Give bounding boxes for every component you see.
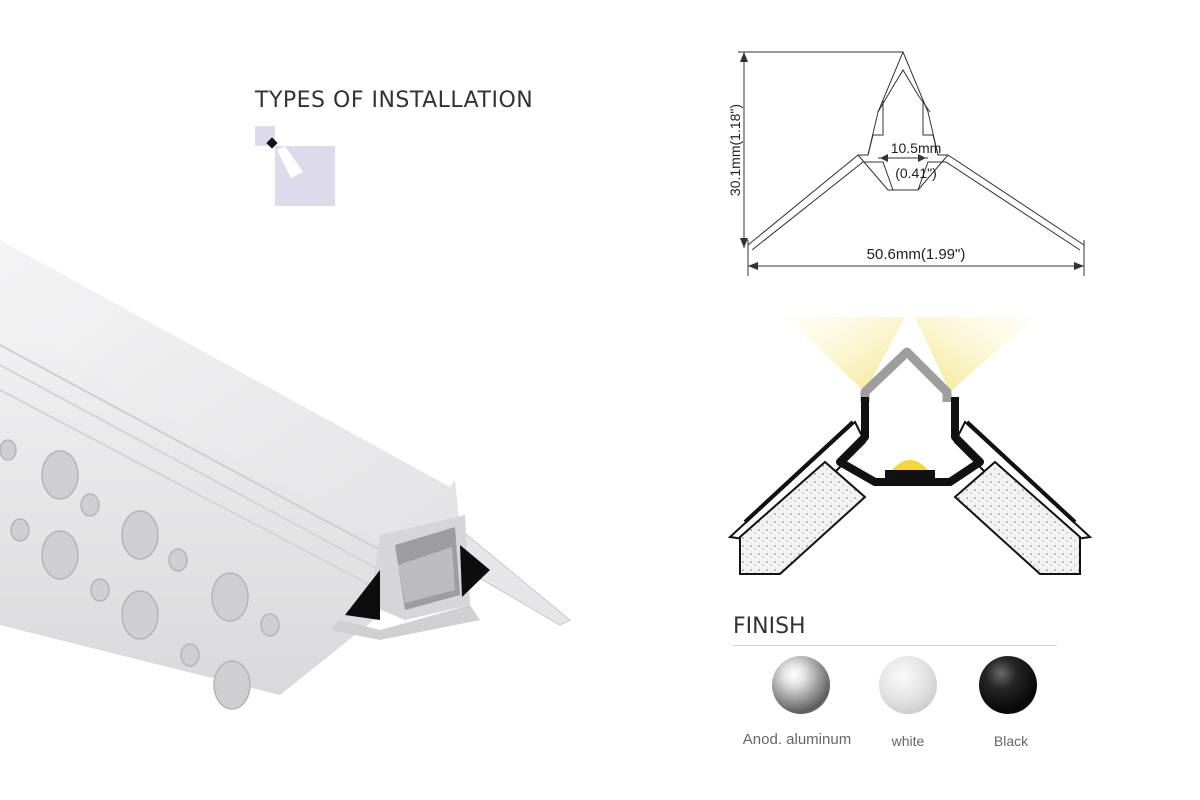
profile-render <box>0 230 571 710</box>
finish-title: FINISH <box>733 614 806 639</box>
width-dimension: 50.6mm(1.99") <box>867 246 966 263</box>
dimension-drawing: 30.1mm(1.18") 50.6mm(1.99") 10.5mm (0.41… <box>727 50 1085 276</box>
swatch-black <box>979 656 1037 714</box>
swatch-white <box>879 656 937 714</box>
inner-width-dimension: 10.5mm <box>891 140 942 156</box>
finish-divider <box>733 645 1057 646</box>
finish-label-aluminum: Anod. aluminum <box>742 731 852 748</box>
swatch-anodized-aluminum <box>772 656 830 714</box>
cross-section-illustration <box>727 317 1093 575</box>
height-dimension: 30.1mm(1.18") <box>727 104 743 196</box>
inner-width-inch: (0.41") <box>895 165 937 181</box>
corner-mount-icon <box>255 126 335 206</box>
finish-label-black: Black <box>993 733 1029 749</box>
finish-label-white: white <box>891 733 925 749</box>
installation-title: TYPES OF INSTALLATION <box>255 88 534 113</box>
